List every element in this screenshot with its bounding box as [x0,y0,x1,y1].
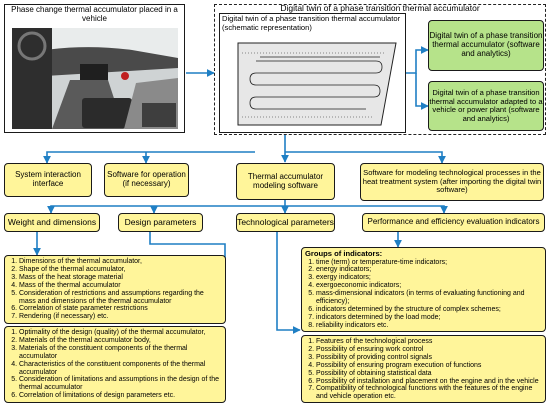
list-item: Possibility of obtaining statistical dat… [316,370,542,378]
list-item: time (term) or temperature-time indicato… [316,259,542,267]
twin-adapted-box: Digital twin of a phase transition therm… [428,81,544,131]
twin-software-box: Digital twin of a phase transition therm… [428,20,544,71]
list-item: energy indicators; [316,266,542,274]
indicators-title: Groups of indicators: [305,249,383,258]
list-item: Rendering (if necessary) etc. [19,313,222,321]
list-item: Possibility of ensuring work control [316,346,542,354]
photo-panel-title: Phase change thermal accumulator placed … [11,5,178,23]
list-item: Correlation of limitations of design par… [19,392,222,400]
digital-twin-panel: Digital twin of a phase transition therm… [214,3,546,135]
list-item: Optimality of the design (quality) of th… [19,329,222,337]
list-item: Possibility of providing control signals [316,354,542,362]
list-item: exergoeconomic indicators; [316,282,542,290]
design-items-list: Optimality of the design (quality) of th… [8,329,222,400]
list-item: Compatibility of technological functions… [316,385,542,401]
list-item: Features of the technological process [316,338,542,346]
design-parameters-box: Design parameters [118,213,203,232]
list-item: Characteristics of the constituent compo… [19,361,222,377]
software-operation-box: Software for operation (if necessary) [104,163,189,197]
weight-items-box: Dimensions of the thermal accumulator, S… [4,255,226,324]
system-interaction-box: System interaction interface [4,163,92,197]
list-item: indicators determined by the structure o… [316,306,542,314]
list-item: reliability indicators etc. [316,322,542,330]
schematic-box: Digital twin of a phase transition therm… [219,13,406,133]
list-item: Possibility of installation and placemen… [316,378,542,386]
digital-twin-panel-title: Digital twin of a phase transition therm… [280,3,480,13]
tech-process-software-box: Software for modeling technological proc… [360,163,544,201]
tech-items-box: Features of the technological process Po… [301,335,546,403]
list-item: mass-dimensional indicators (in terms of… [316,290,542,306]
weight-items-list: Dimensions of the thermal accumulator, S… [8,258,222,321]
list-item: Consideration of limitations and assumpt… [19,376,222,392]
modeling-software-box: Thermal accumulator modeling software [236,163,335,200]
list-item: indicators determined by the load mode; [316,314,542,322]
weight-dimensions-box: Weight and dimensions [4,213,100,232]
list-item: Dimensions of the thermal accumulator, [19,258,222,266]
list-item: Possibility of ensuring program executio… [316,362,542,370]
list-item: Mass of the heat storage material [19,274,222,282]
list-item: Materials of the thermal accumulator bod… [19,337,222,345]
technological-parameters-box: Technological parameters [236,213,335,232]
vehicle-photo-panel: Phase change thermal accumulator placed … [4,4,185,133]
list-item: Shape of the thermal accumulator, [19,266,222,274]
list-item: exergy indicators; [316,274,542,282]
indicators-list: time (term) or temperature-time indicato… [305,259,542,330]
indicators-box: Groups of indicators: time (term) or tem… [301,247,546,332]
performance-indicators-box: Performance and efficiency evaluation in… [362,213,545,232]
list-item: Correlation of state parameter restricti… [19,305,222,313]
tech-items-list: Features of the technological process Po… [305,338,542,401]
schematic-title: Digital twin of a phase transition therm… [222,14,401,32]
design-items-box: Optimality of the design (quality) of th… [4,326,226,403]
vehicle-interior-photo [12,28,178,129]
list-item: Materials of the constituent components … [19,345,222,361]
list-item: Consideration of restrictions and assump… [19,290,222,306]
list-item: Mass of the thermal accumulator [19,282,222,290]
schematic-drawing [237,42,397,126]
